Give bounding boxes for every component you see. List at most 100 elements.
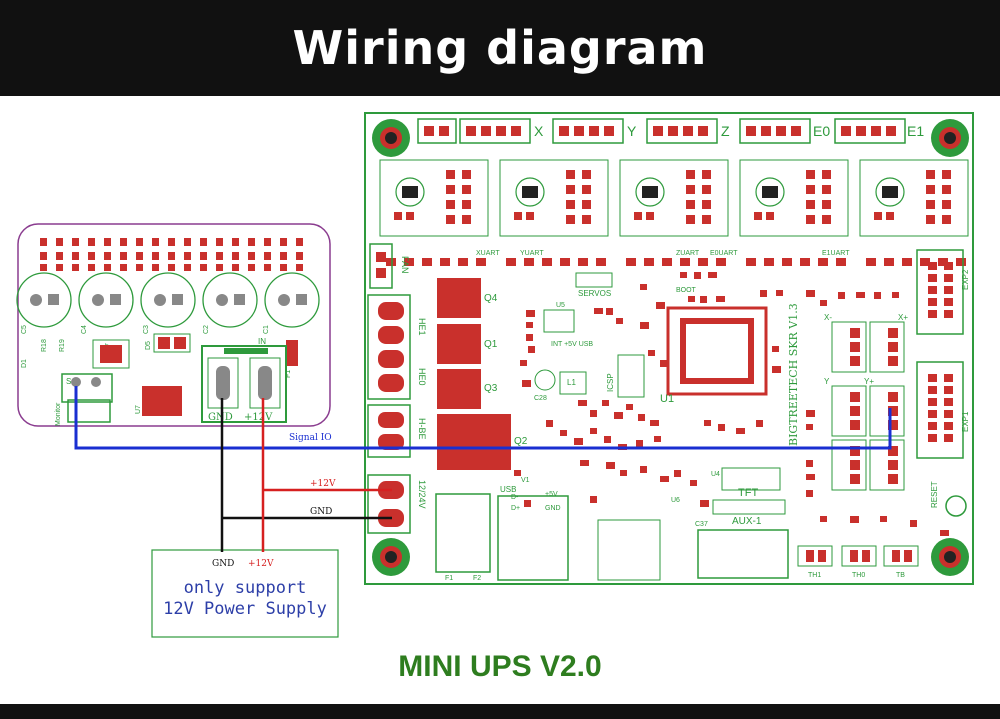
- ups-smd-pad: [40, 238, 47, 246]
- jumper-pin: [822, 200, 831, 209]
- connector-pin: [791, 126, 801, 136]
- ups-smd-pad: [152, 252, 159, 260]
- jumper-pin: [702, 185, 711, 194]
- ups-part-u7: U7: [135, 405, 142, 414]
- ups-part-d1: D1: [21, 359, 28, 368]
- endstop-pin: [888, 460, 898, 470]
- endstop-pin: [850, 446, 860, 456]
- header-pin: [764, 258, 774, 266]
- smd-pad: [806, 474, 815, 480]
- endstop-pin: [888, 420, 898, 430]
- jumper-pin: [942, 215, 951, 224]
- mount-hole-br: [931, 538, 969, 576]
- connector-pin: [559, 126, 569, 136]
- driver-slot: [379, 159, 489, 237]
- endstop-pin: [850, 342, 860, 352]
- exp-pin: [928, 374, 937, 382]
- label-he0: HE0: [417, 368, 427, 386]
- mount-hole-bl: [372, 538, 410, 576]
- ups-monitor-connector: Monitor S: [55, 373, 113, 426]
- exp-pin: [928, 410, 937, 418]
- endstop-pin: [888, 392, 898, 402]
- smd-pad: [880, 516, 887, 522]
- ups-smd-pad: [184, 264, 191, 271]
- jumper-pin: [582, 215, 591, 224]
- ups-smd-pad: [88, 252, 95, 260]
- driver-capacitor-core: [882, 186, 898, 198]
- label-hbe: H-BE: [417, 418, 427, 440]
- smd-pad: [620, 470, 627, 476]
- smd-pad: [526, 310, 535, 317]
- driver-capacitor-core: [762, 186, 778, 198]
- ups-pin-12v: +12V: [244, 412, 273, 423]
- ups-part-f1: F1: [285, 370, 292, 378]
- exp-pin: [928, 386, 937, 394]
- motor-label-e1: E1: [907, 123, 924, 139]
- ups-smd-pad: [264, 264, 271, 271]
- ups-smd-pad: [88, 264, 95, 271]
- label-int5v: INT +5V USB: [551, 341, 593, 348]
- endstop-connectors: X- X+ Y Y+: [824, 313, 908, 491]
- label-x-plus: X+: [898, 313, 908, 322]
- smd-pad: [940, 530, 949, 536]
- connector-pin: [746, 126, 756, 136]
- header-pin: [920, 258, 930, 266]
- smd-pad: [640, 466, 647, 473]
- smd-pad: [602, 400, 609, 406]
- mcu-chip: U1: [660, 306, 768, 405]
- exp-pin: [944, 410, 953, 418]
- ups-smd-pad: [280, 238, 287, 246]
- jumper-pin: [702, 215, 711, 224]
- ups-smd-pad: [72, 264, 79, 271]
- smd-pad: [560, 430, 567, 436]
- endstop-pin: [850, 328, 860, 338]
- label-xuart: XUART: [476, 250, 500, 257]
- jumper-pin: [566, 200, 575, 209]
- ups-capacitor: [16, 272, 72, 328]
- ups-capacitor-lead: [92, 294, 104, 306]
- motor-label-y: Y: [627, 123, 637, 139]
- jumper-pin: [462, 185, 471, 194]
- ups-smd-pad: [296, 252, 303, 260]
- label-aux1: AUX-1: [732, 516, 762, 527]
- smd-pad: [680, 272, 687, 278]
- smd-pad: [594, 308, 603, 314]
- header-pin: [818, 258, 828, 266]
- ups-smd-pad: [136, 238, 143, 246]
- driver-slot: [859, 159, 969, 237]
- label-e1uart: E1UART: [822, 250, 850, 257]
- exp-pin: [944, 434, 953, 442]
- exp-pin: [928, 310, 937, 318]
- endstop-pin: [888, 446, 898, 456]
- ups-capacitors: [16, 272, 320, 328]
- ups-smd-pad: [120, 238, 127, 246]
- ups-capacitor-lead: [234, 294, 245, 305]
- endstop-connector: [831, 321, 867, 373]
- board-model: BIGTREETECH SKR V1.3: [787, 303, 800, 446]
- ups-capacitor-lead: [110, 294, 121, 305]
- motor-label-e0: E0: [813, 123, 830, 139]
- header-pin: [746, 258, 756, 266]
- resistor-pad: [874, 212, 882, 220]
- ups-smd-pad: [216, 252, 223, 260]
- jumper-pin: [686, 200, 695, 209]
- ups-smd-pad: [200, 238, 207, 246]
- label-u5: U5: [556, 302, 565, 309]
- ups-capacitor: [264, 272, 320, 328]
- ups-smd-pad: [216, 238, 223, 246]
- header-pin: [440, 258, 450, 266]
- label-c37: C37: [695, 521, 708, 528]
- endstop-pin: [850, 460, 860, 470]
- ups-smd-pad: [56, 238, 63, 246]
- ups-capacitor: [202, 272, 258, 328]
- jumper-pin: [462, 215, 471, 224]
- power-supply-box: [151, 549, 339, 638]
- exp-pin: [928, 286, 937, 294]
- smd-pad: [688, 296, 695, 302]
- jumper-pin: [806, 185, 815, 194]
- jumper-pin: [582, 200, 591, 209]
- smd-pad: [648, 350, 655, 356]
- label-he1: HE1: [417, 318, 427, 336]
- ups-part-c5: C5: [21, 325, 28, 334]
